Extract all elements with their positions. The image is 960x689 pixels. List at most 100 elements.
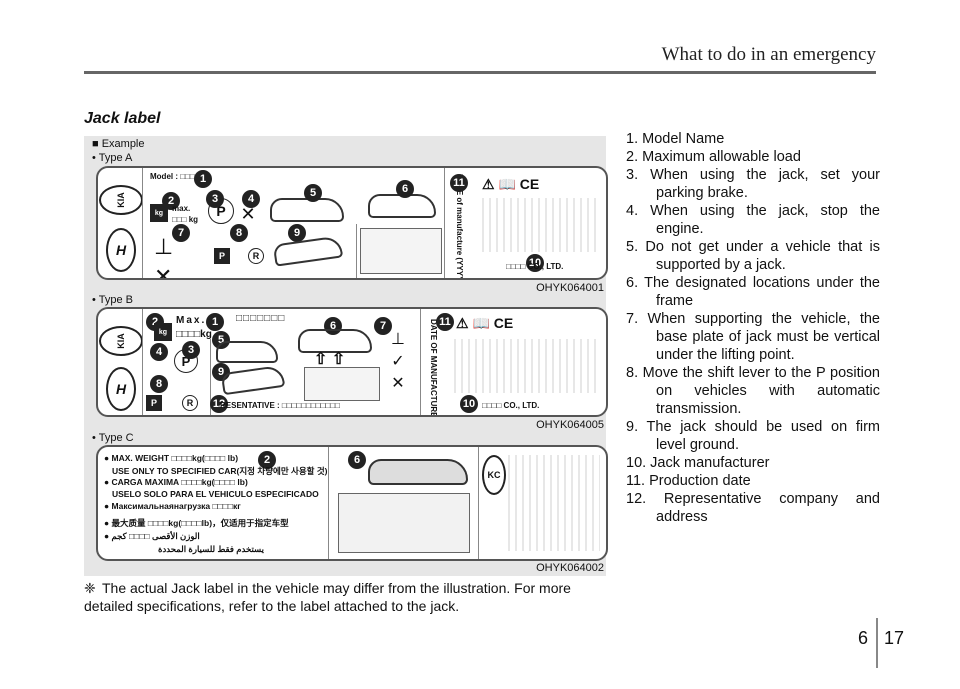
line-c-1: USE ONLY TO SPECIFIED CAR(지정 차량에만 사용할 것) bbox=[112, 466, 328, 476]
line-c-0: ● MAX. WEIGHT □□□□kg(□□□□ lb) bbox=[104, 453, 239, 463]
weight-icon: kg bbox=[150, 204, 168, 222]
chapter-number: 6 bbox=[858, 628, 869, 648]
jack-vertical-icon: ⊥ ✕ bbox=[154, 234, 174, 280]
figure-code-b: OHYK064005 bbox=[536, 419, 604, 431]
reverse-r-icon: R bbox=[248, 248, 264, 264]
car-on-jack-icon bbox=[270, 198, 344, 222]
list-item: 4. When using the jack, stop the engine. bbox=[626, 203, 880, 237]
sedan-illustration bbox=[368, 459, 468, 485]
company-name: □□□□ CO., LTD. bbox=[506, 262, 564, 271]
list-item: 11. Production date bbox=[626, 473, 751, 489]
jack-diagram-b bbox=[304, 367, 380, 401]
callout-8: 8 bbox=[230, 224, 248, 242]
figure-code-a: OHYK064001 bbox=[536, 282, 604, 294]
max-kg-b: □□□□kg bbox=[176, 329, 212, 340]
weight-icon-b: kg bbox=[154, 323, 172, 341]
callout-3-b: 3 bbox=[182, 341, 200, 359]
kc-mark-c: KC bbox=[482, 455, 506, 495]
callout-4-b: 4 bbox=[150, 343, 168, 361]
kia-logo-b: KIA bbox=[99, 326, 143, 356]
korean-text-block-c bbox=[508, 455, 600, 551]
callout-5: 5 bbox=[304, 184, 322, 202]
callout-2-c: 2 bbox=[258, 451, 276, 469]
line-c-6: ● الوزن الأقصى □□□□ كجم bbox=[104, 531, 200, 541]
page-divider bbox=[876, 618, 878, 668]
example-label: ■ Example bbox=[92, 138, 145, 150]
jack-label-type-a: KIA H Model : □□□ 1 kg 2 max. □□□ kg P 3… bbox=[96, 166, 608, 280]
representative-b: RESENTATIVE : □□□□□□□□□□□□ bbox=[220, 401, 340, 410]
callout-1-b: 1 bbox=[206, 313, 224, 331]
note: ❈The actual Jack label in the vehicle ma… bbox=[84, 579, 604, 615]
list-item: 9. The jack should be used on firm level… bbox=[626, 419, 880, 453]
korean-text-block-b bbox=[454, 339, 600, 393]
callout-10: 10 bbox=[526, 254, 544, 272]
note-symbol: ❈ bbox=[84, 580, 96, 596]
callout-12-b: 12 bbox=[210, 395, 228, 413]
model-name: Model : □□□ bbox=[150, 172, 195, 181]
hyundai-logo: H bbox=[106, 228, 136, 272]
list-item: 6. The designated locations under the fr… bbox=[626, 275, 880, 309]
list-item: 1. Model Name bbox=[626, 131, 725, 147]
type-b-label: • Type B bbox=[92, 294, 133, 306]
line-c-2: ● CARGA MAXIMA □□□□kg(□□□□ lb) bbox=[104, 477, 248, 487]
korean-text-block bbox=[482, 198, 598, 252]
certification-marks: ⚠ 📖 CE bbox=[482, 176, 540, 192]
max-kg: □□□ kg bbox=[172, 215, 199, 224]
callout-9: 9 bbox=[288, 224, 306, 242]
callout-8-b: 8 bbox=[150, 375, 168, 393]
max-label: max. bbox=[172, 204, 191, 213]
list-item: 8. Move the shift lever to the P positio… bbox=[626, 365, 880, 417]
line-c-5: ● 最大质量 □□□□kg(□□□□lb)，仅适用于指定车型 bbox=[104, 518, 289, 528]
list-item: 3. When using the jack, set your parking… bbox=[626, 167, 880, 201]
callout-9-b: 9 bbox=[212, 363, 230, 381]
reverse-r-icon-b: R bbox=[182, 395, 198, 411]
max-label-b: Max. bbox=[176, 315, 207, 326]
callout-6-c: 6 bbox=[348, 451, 366, 469]
list-item: 7. When supporting the vehicle, the base… bbox=[626, 311, 880, 363]
certification-marks-b: ⚠ 📖 CE bbox=[456, 315, 514, 331]
callout-11: 11 bbox=[450, 174, 468, 192]
list-item: 12. Representative company and address bbox=[626, 491, 880, 525]
callout-2: 2 bbox=[162, 192, 180, 210]
callout-7: 7 bbox=[172, 224, 190, 242]
jack-vertical-icon-b: ⊥✓✕ bbox=[391, 331, 405, 392]
list-item: 2. Maximum allowable load bbox=[626, 149, 801, 165]
jack-diagram-c bbox=[338, 493, 470, 553]
car-on-slope-icon bbox=[272, 235, 344, 267]
list-item: 5. Do not get under a vehicle that is su… bbox=[626, 239, 880, 273]
jack-diagram bbox=[360, 228, 442, 274]
note-text: The actual Jack label in the vehicle may… bbox=[84, 580, 571, 614]
header-rule bbox=[84, 71, 876, 74]
type-a-label: • Type A bbox=[92, 152, 133, 164]
hyundai-logo-b: H bbox=[106, 367, 136, 411]
model-boxes-b: □□□□□□□ bbox=[236, 313, 286, 324]
kia-logo: KIA bbox=[99, 185, 143, 215]
section-title: Jack label bbox=[84, 110, 161, 127]
callout-1: 1 bbox=[194, 170, 212, 188]
park-p-icon-b: P bbox=[146, 395, 162, 411]
legend-list: 1. Model Name 2. Maximum allowable load … bbox=[626, 130, 880, 526]
callout-3: 3 bbox=[206, 190, 224, 208]
jack-label-type-b: KIA H 2 kg Max. □□□□kg 1 □□□□□□□ 4 P 3 8… bbox=[96, 307, 608, 417]
type-c-label: • Type C bbox=[92, 432, 134, 444]
line-c-7: يستخدم فقط للسيارة المحددة bbox=[158, 544, 264, 554]
engine-off-icon: ✕ bbox=[240, 204, 256, 224]
figure-code-c: OHYK064002 bbox=[536, 562, 604, 574]
car-on-slope-icon-b bbox=[220, 364, 286, 396]
manufacture-date-b: DATE OF MANUFACTURE (YYYYMMDD) bbox=[429, 319, 438, 417]
lift-arrows-b: ⇧ ⇧ bbox=[314, 351, 346, 368]
car-lift-point-icon-b bbox=[298, 329, 372, 353]
page-number: 17 bbox=[884, 628, 905, 648]
park-p-icon: P bbox=[214, 248, 230, 264]
line-c-4: ● Максимальнаянагрузка □□□□кг bbox=[104, 501, 241, 511]
jack-label-type-c: 2 ● MAX. WEIGHT □□□□kg(□□□□ lb) USE ONLY… bbox=[96, 445, 608, 561]
callout-10-b: 10 bbox=[460, 395, 478, 413]
callout-11-b: 11 bbox=[436, 313, 454, 331]
car-on-jack-icon-b bbox=[216, 341, 278, 363]
callout-7-b: 7 bbox=[374, 317, 392, 335]
header-title: What to do in an emergency bbox=[661, 44, 876, 65]
callout-6: 6 bbox=[396, 180, 414, 198]
company-name-b: □□□□ CO., LTD. bbox=[482, 401, 540, 410]
list-item: 10. Jack manufacturer bbox=[626, 455, 770, 471]
callout-4: 4 bbox=[242, 190, 260, 208]
